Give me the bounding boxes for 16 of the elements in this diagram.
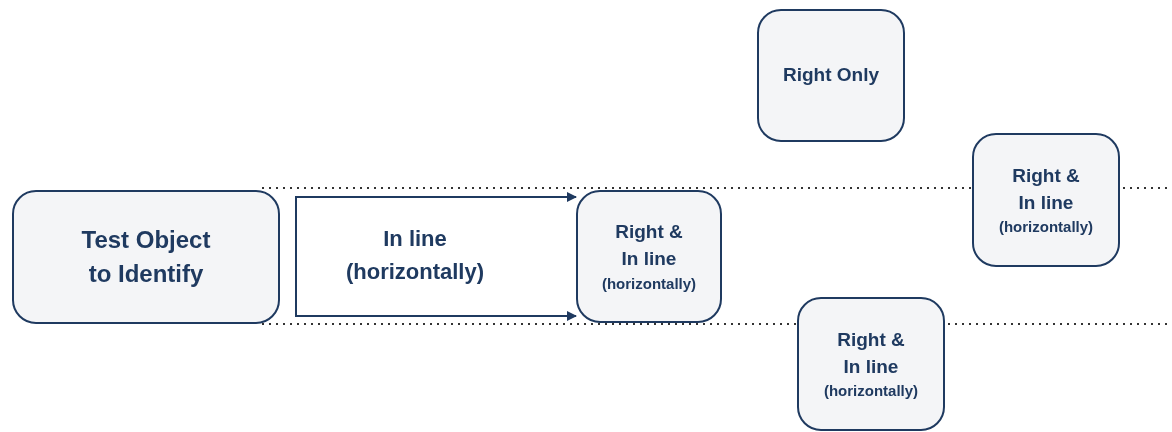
box-sublabel: (horizontally) [601,273,697,294]
box-label: Right & In line [614,220,684,271]
rounded-box [797,297,945,431]
rounded-box [757,9,905,142]
arrow [295,311,577,321]
rounded-box [972,133,1120,267]
annotation-text: In line (horizontally) [344,225,486,286]
box-sublabel: (horizontally) [823,381,919,402]
rounded-box [12,190,280,324]
box-label: Test Object to Identify [80,225,212,289]
arrow [295,192,577,202]
rounded-box [576,190,722,323]
box-label: Right Only [782,63,880,88]
box-sublabel: (horizontally) [998,217,1094,238]
box-label: Right & In line [1011,163,1081,215]
box-label: Right & In line [836,327,906,379]
